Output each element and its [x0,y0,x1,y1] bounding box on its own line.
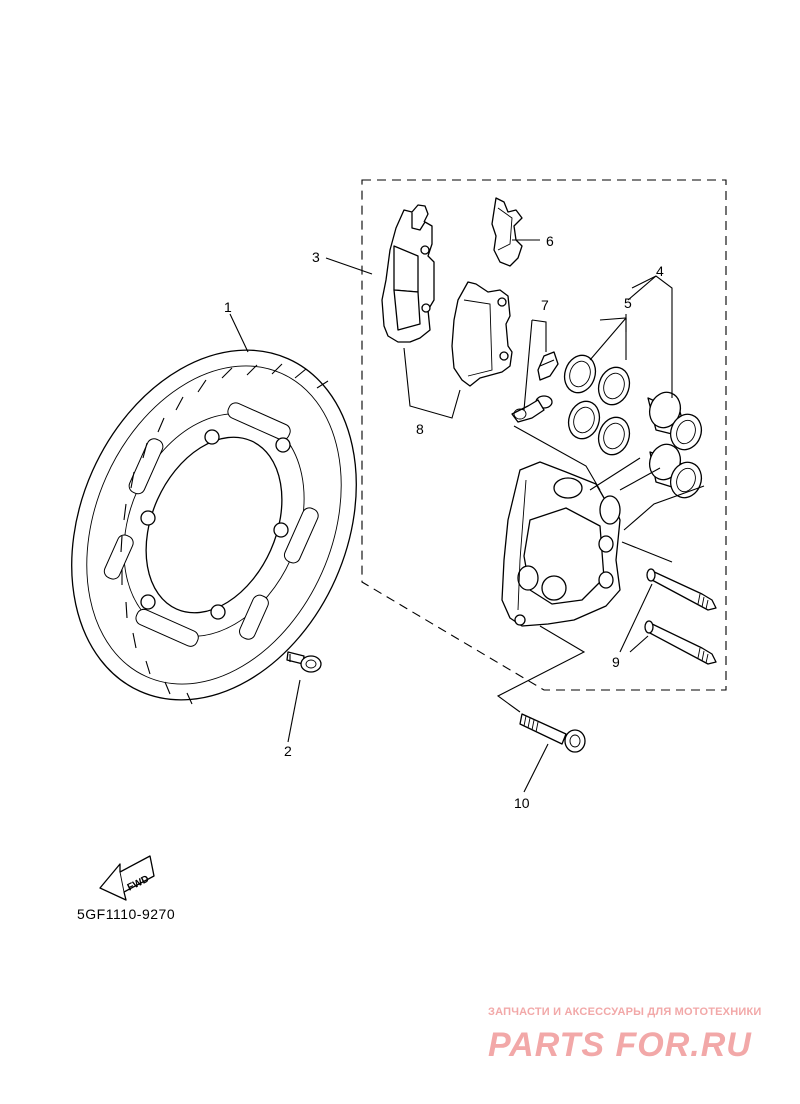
watermark-logo: PARTS FOR.RU [488,1026,752,1064]
caliper-pins [644,568,717,665]
forward-arrow-icon: FWD [99,855,155,901]
caliper-pistons [647,391,703,499]
callout-5: 5 [624,295,632,311]
caliper-assembly-boundary [361,179,727,691]
caliper-mount-bolt [519,713,586,753]
callout-4: 4 [656,263,664,279]
callout-1: 1 [224,299,232,315]
callout-7: 7 [541,297,549,313]
watermark-subtitle: ЗАПЧАСТИ И АКСЕССУАРЫ ДЛЯ МОТОТЕХНИКИ [488,1006,762,1018]
piston-seals [563,354,631,456]
callout-3: 3 [312,249,320,265]
callout-6: 6 [546,233,554,249]
brake-pad-outer [381,204,435,343]
brake-disc [71,349,357,705]
watermark-logo-text: PARTS FOR.RU [488,1026,752,1064]
leader-lines [229,239,705,793]
brake-pad-inner [451,281,513,387]
diagram-code: 5GF1110-9270 [77,906,176,922]
callout-8: 8 [416,421,424,437]
callout-2: 2 [284,743,292,759]
bleed-screw [511,351,559,423]
caliper-body [501,461,621,627]
callout-10: 10 [514,795,530,811]
pad-spring [491,197,523,267]
callout-9: 9 [612,654,620,670]
disc-bolt [286,651,322,673]
